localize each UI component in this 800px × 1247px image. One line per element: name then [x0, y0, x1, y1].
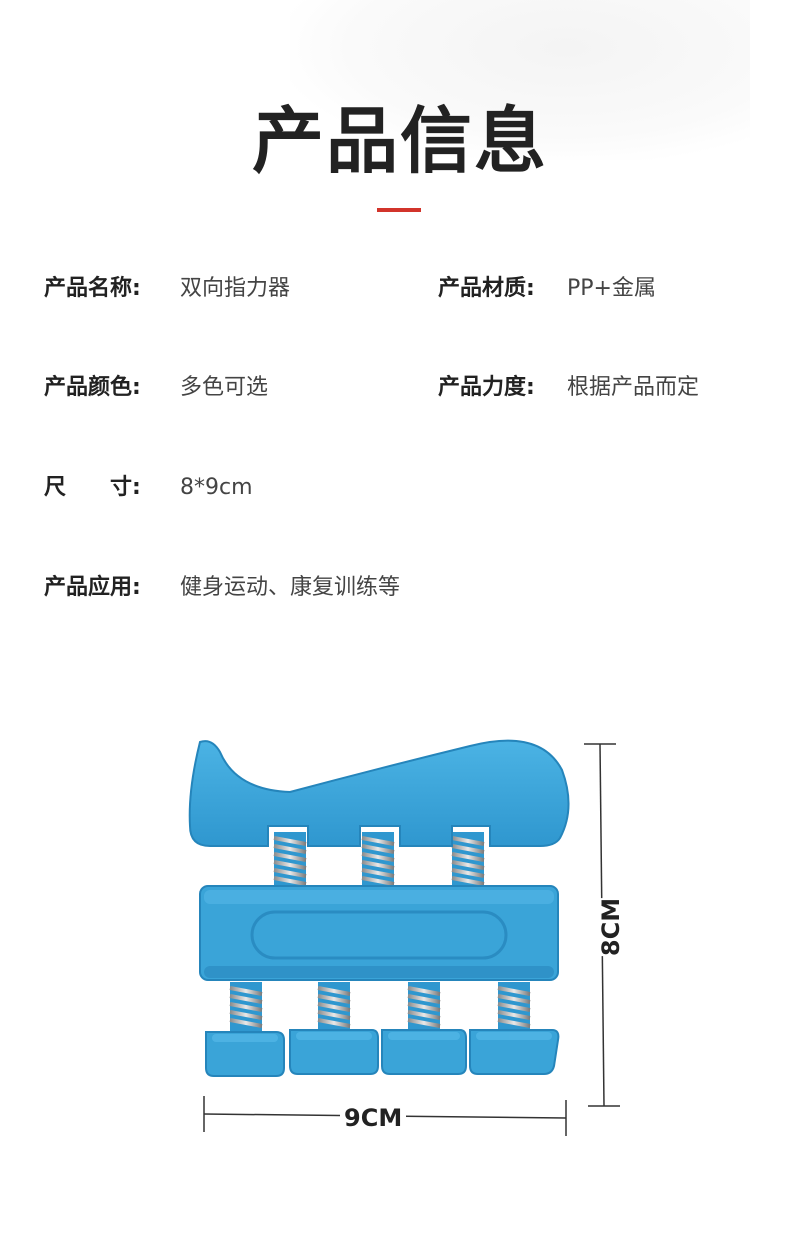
top-palm-bar [188, 739, 570, 847]
spec-label-size: 尺 寸: [44, 475, 141, 500]
width-dimension-label: 9CM [340, 1104, 407, 1132]
page-title: 产品信息 [251, 99, 548, 183]
upper-spring-3 [451, 832, 485, 888]
finger-pad-4 [469, 1029, 560, 1075]
spec-value-size: 8*9cm [180, 475, 253, 500]
spec-label-color: 产品颜色: [44, 375, 141, 400]
finger-pad-3 [381, 1029, 467, 1075]
spec-label-usage: 产品应用: [44, 575, 141, 600]
lower-spring-3 [407, 982, 441, 1034]
lower-spring-4 [497, 982, 531, 1034]
upper-spring-2 [361, 832, 395, 888]
lower-spring-1 [229, 982, 263, 1034]
finger-pad-2 [289, 1029, 379, 1075]
spec-value-material: PP+金属 [567, 276, 656, 301]
spec-value-name: 双向指力器 [180, 276, 291, 301]
spec-value-color: 多色可选 [180, 375, 269, 400]
lower-spring-2 [317, 982, 351, 1034]
upper-springs [273, 832, 485, 888]
middle-body-recess [250, 910, 508, 960]
lower-springs [229, 982, 531, 1034]
spec-value-strength: 根据产品而定 [567, 375, 700, 400]
upper-spring-1 [273, 832, 307, 888]
height-dimension-label: 8CM [597, 897, 626, 957]
title-underline [377, 208, 421, 212]
spec-label-material: 产品材质: [438, 276, 535, 301]
finger-pad-1 [205, 1031, 285, 1077]
finger-pads [205, 1029, 560, 1077]
background-watermark [290, 0, 750, 160]
spec-label-strength: 产品力度: [438, 375, 535, 400]
spec-value-usage: 健身运动、康复训练等 [180, 575, 401, 600]
spec-label-name: 产品名称: [44, 276, 141, 301]
